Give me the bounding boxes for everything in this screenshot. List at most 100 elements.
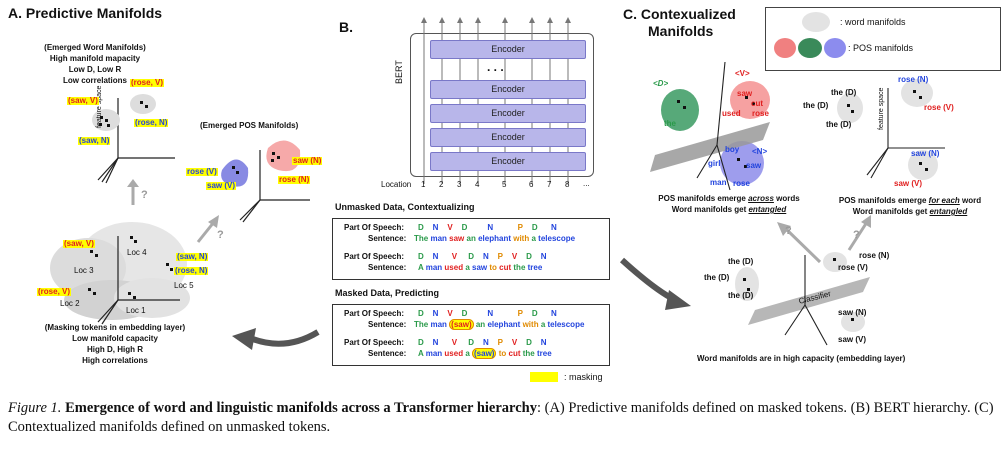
- caption-emph: entangled: [748, 205, 787, 214]
- note: (Emerged Word Manifolds): [44, 43, 146, 52]
- word-saw: saw: [737, 89, 753, 98]
- plane-left: [650, 122, 770, 172]
- right-saw-n: saw (N): [911, 149, 940, 158]
- word-the: the: [664, 119, 676, 128]
- pos-row-2b: D N V D N P V D N: [418, 339, 547, 347]
- word: with: [522, 320, 539, 329]
- loc-5: Loc 5: [174, 281, 194, 290]
- pos-tag: V: [511, 338, 518, 347]
- caption-text: Word manifolds get: [671, 205, 749, 214]
- caption-text: POS manifolds emerge: [658, 194, 749, 203]
- masked-word: (saw): [472, 348, 497, 359]
- label-rose-n2: rose (N): [278, 175, 311, 184]
- word-manifold: [901, 79, 933, 107]
- pos-tag: D: [461, 223, 468, 232]
- word: The: [414, 320, 429, 329]
- loc-4: Loc 4: [127, 248, 147, 257]
- question-mark: ?: [785, 225, 792, 237]
- pos-tag: D: [526, 338, 532, 347]
- legend-pos-red: [774, 38, 796, 58]
- right-rose-v: rose (V): [924, 103, 954, 112]
- right-the-2: the (D): [803, 101, 829, 110]
- label-saw-n: (saw, N): [78, 136, 111, 145]
- word-manifold: [841, 312, 865, 332]
- word: used: [444, 263, 464, 272]
- word: telescope: [538, 234, 576, 243]
- pos-tag: D: [418, 309, 424, 318]
- location-1: 1: [421, 180, 426, 189]
- encoder-block: Encoder: [430, 128, 586, 147]
- bottom-the-3: the (D): [728, 291, 754, 300]
- label-rose-n: (rose, N): [134, 118, 169, 127]
- loc-2: Loc 2: [60, 299, 80, 308]
- word: a: [540, 320, 546, 329]
- word-saw-n: saw: [746, 161, 762, 170]
- word: a: [465, 263, 470, 272]
- sentence-label: Sentence:: [368, 320, 407, 329]
- pos-manifold-verb: [730, 81, 770, 119]
- legend-pos-label: : POS manifolds: [848, 43, 914, 53]
- pos-tag: D: [461, 309, 468, 318]
- caption-bold: Emergence of word and linguistic manifol…: [65, 400, 537, 416]
- axes-top: [97, 98, 175, 184]
- panel-c-graphics: ? ?: [619, 12, 945, 346]
- word: saw: [453, 320, 469, 329]
- word-manifold: [735, 267, 759, 301]
- label-rose-v3: (rose, V): [37, 287, 72, 296]
- panel-c-title-2: Manifolds: [648, 23, 714, 39]
- pos-tag: P: [517, 223, 523, 232]
- panel-a-title: A. Predictive Manifolds: [8, 5, 163, 21]
- word: elephant: [478, 234, 511, 243]
- word: with: [513, 234, 530, 243]
- word: used: [444, 349, 464, 358]
- pos-tag: N: [540, 252, 547, 261]
- pos-tag: N: [487, 223, 494, 232]
- panel-b-title: B.: [339, 19, 353, 35]
- axes-pos: [239, 150, 310, 223]
- sentence-row-1a: The man saw an elephant with a telescope: [414, 235, 575, 243]
- feature-space-label: feature space: [96, 85, 103, 128]
- bottom-saw-n: saw (N): [838, 308, 867, 317]
- axes-bottom: [97, 236, 180, 325]
- word: cut: [508, 349, 521, 358]
- label-saw-v3: (saw, V): [63, 239, 95, 248]
- word: man: [425, 263, 443, 272]
- curved-arrow: [619, 257, 677, 303]
- figure-caption: Figure 1. Emergence of word and linguist…: [8, 399, 998, 437]
- right-rose-n: rose (N): [898, 75, 929, 84]
- pos-label: Part Of Speech:: [344, 338, 405, 347]
- tag-v: <V>: [735, 69, 750, 78]
- word-rose-n: rose: [733, 179, 750, 188]
- bottom-the-1: the (D): [728, 257, 754, 266]
- pos-tag: V: [447, 309, 453, 318]
- caption-text: word: [959, 196, 982, 205]
- pos-row-1a: D N V D N P D N: [418, 224, 557, 232]
- word: an: [466, 234, 476, 243]
- label-rose-v: (rose, V): [130, 78, 165, 87]
- word: man: [430, 320, 447, 329]
- word: man: [425, 349, 443, 358]
- sentence-row-2a: A man used a saw to cut the tree: [418, 264, 542, 272]
- right-caption: POS manifolds emerge for each word Word …: [815, 195, 1005, 217]
- pos-manifold-verb: [266, 140, 301, 172]
- unmasked-box: [332, 218, 610, 280]
- encoder-block: Encoder: [430, 104, 586, 123]
- curved-arrow: [248, 329, 320, 347]
- pos-tag: V: [451, 338, 458, 347]
- label-saw-n2: saw (N): [292, 156, 323, 165]
- pos-manifold-det: [661, 89, 699, 131]
- caption-text: Word manifolds get: [852, 207, 930, 216]
- location-ellipsis: ...: [583, 179, 590, 188]
- masked-box: [332, 304, 610, 366]
- caption-emph: across: [748, 194, 774, 203]
- word: A: [418, 349, 424, 358]
- sentence-row-2b: A man used a (saw) to cut the tree: [418, 348, 552, 359]
- note: Low correlations: [62, 76, 127, 85]
- word-girl: girl: [708, 159, 721, 168]
- bert-frame: [410, 33, 594, 177]
- note: High manifold mapacity: [49, 54, 141, 63]
- pos-tag: V: [451, 252, 458, 261]
- pos-tag: D: [526, 252, 532, 261]
- pos-tag: N: [432, 252, 439, 261]
- right-saw-v: saw (V): [894, 179, 923, 188]
